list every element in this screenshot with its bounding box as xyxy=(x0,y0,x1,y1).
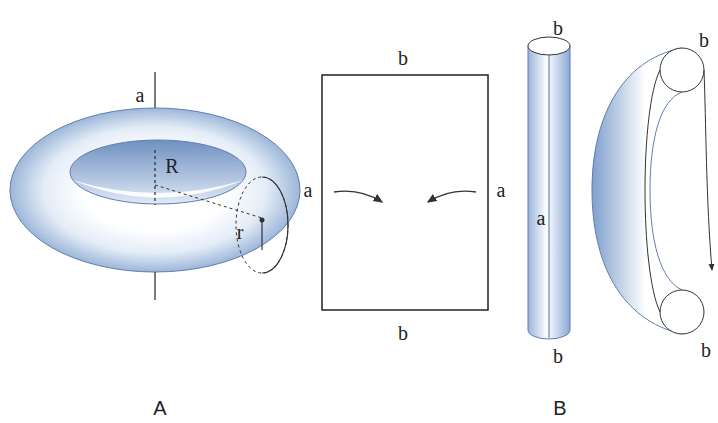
dimension-label: b xyxy=(699,30,709,50)
dimension-label: b xyxy=(398,48,408,68)
dimension-label: a xyxy=(304,180,313,200)
dimension-label: b xyxy=(553,18,563,38)
dimension-label: r xyxy=(237,222,244,242)
dimension-label: a xyxy=(537,208,546,228)
dimension-label: b xyxy=(398,323,408,343)
dimension-label: R xyxy=(165,156,178,176)
dimension-label: b xyxy=(701,340,711,360)
dimension-label: a xyxy=(497,180,506,200)
figure-letter: A xyxy=(153,398,166,418)
dimension-label: b xyxy=(553,346,563,366)
dimension-label: a xyxy=(136,85,145,105)
figure-letter: B xyxy=(553,398,566,418)
